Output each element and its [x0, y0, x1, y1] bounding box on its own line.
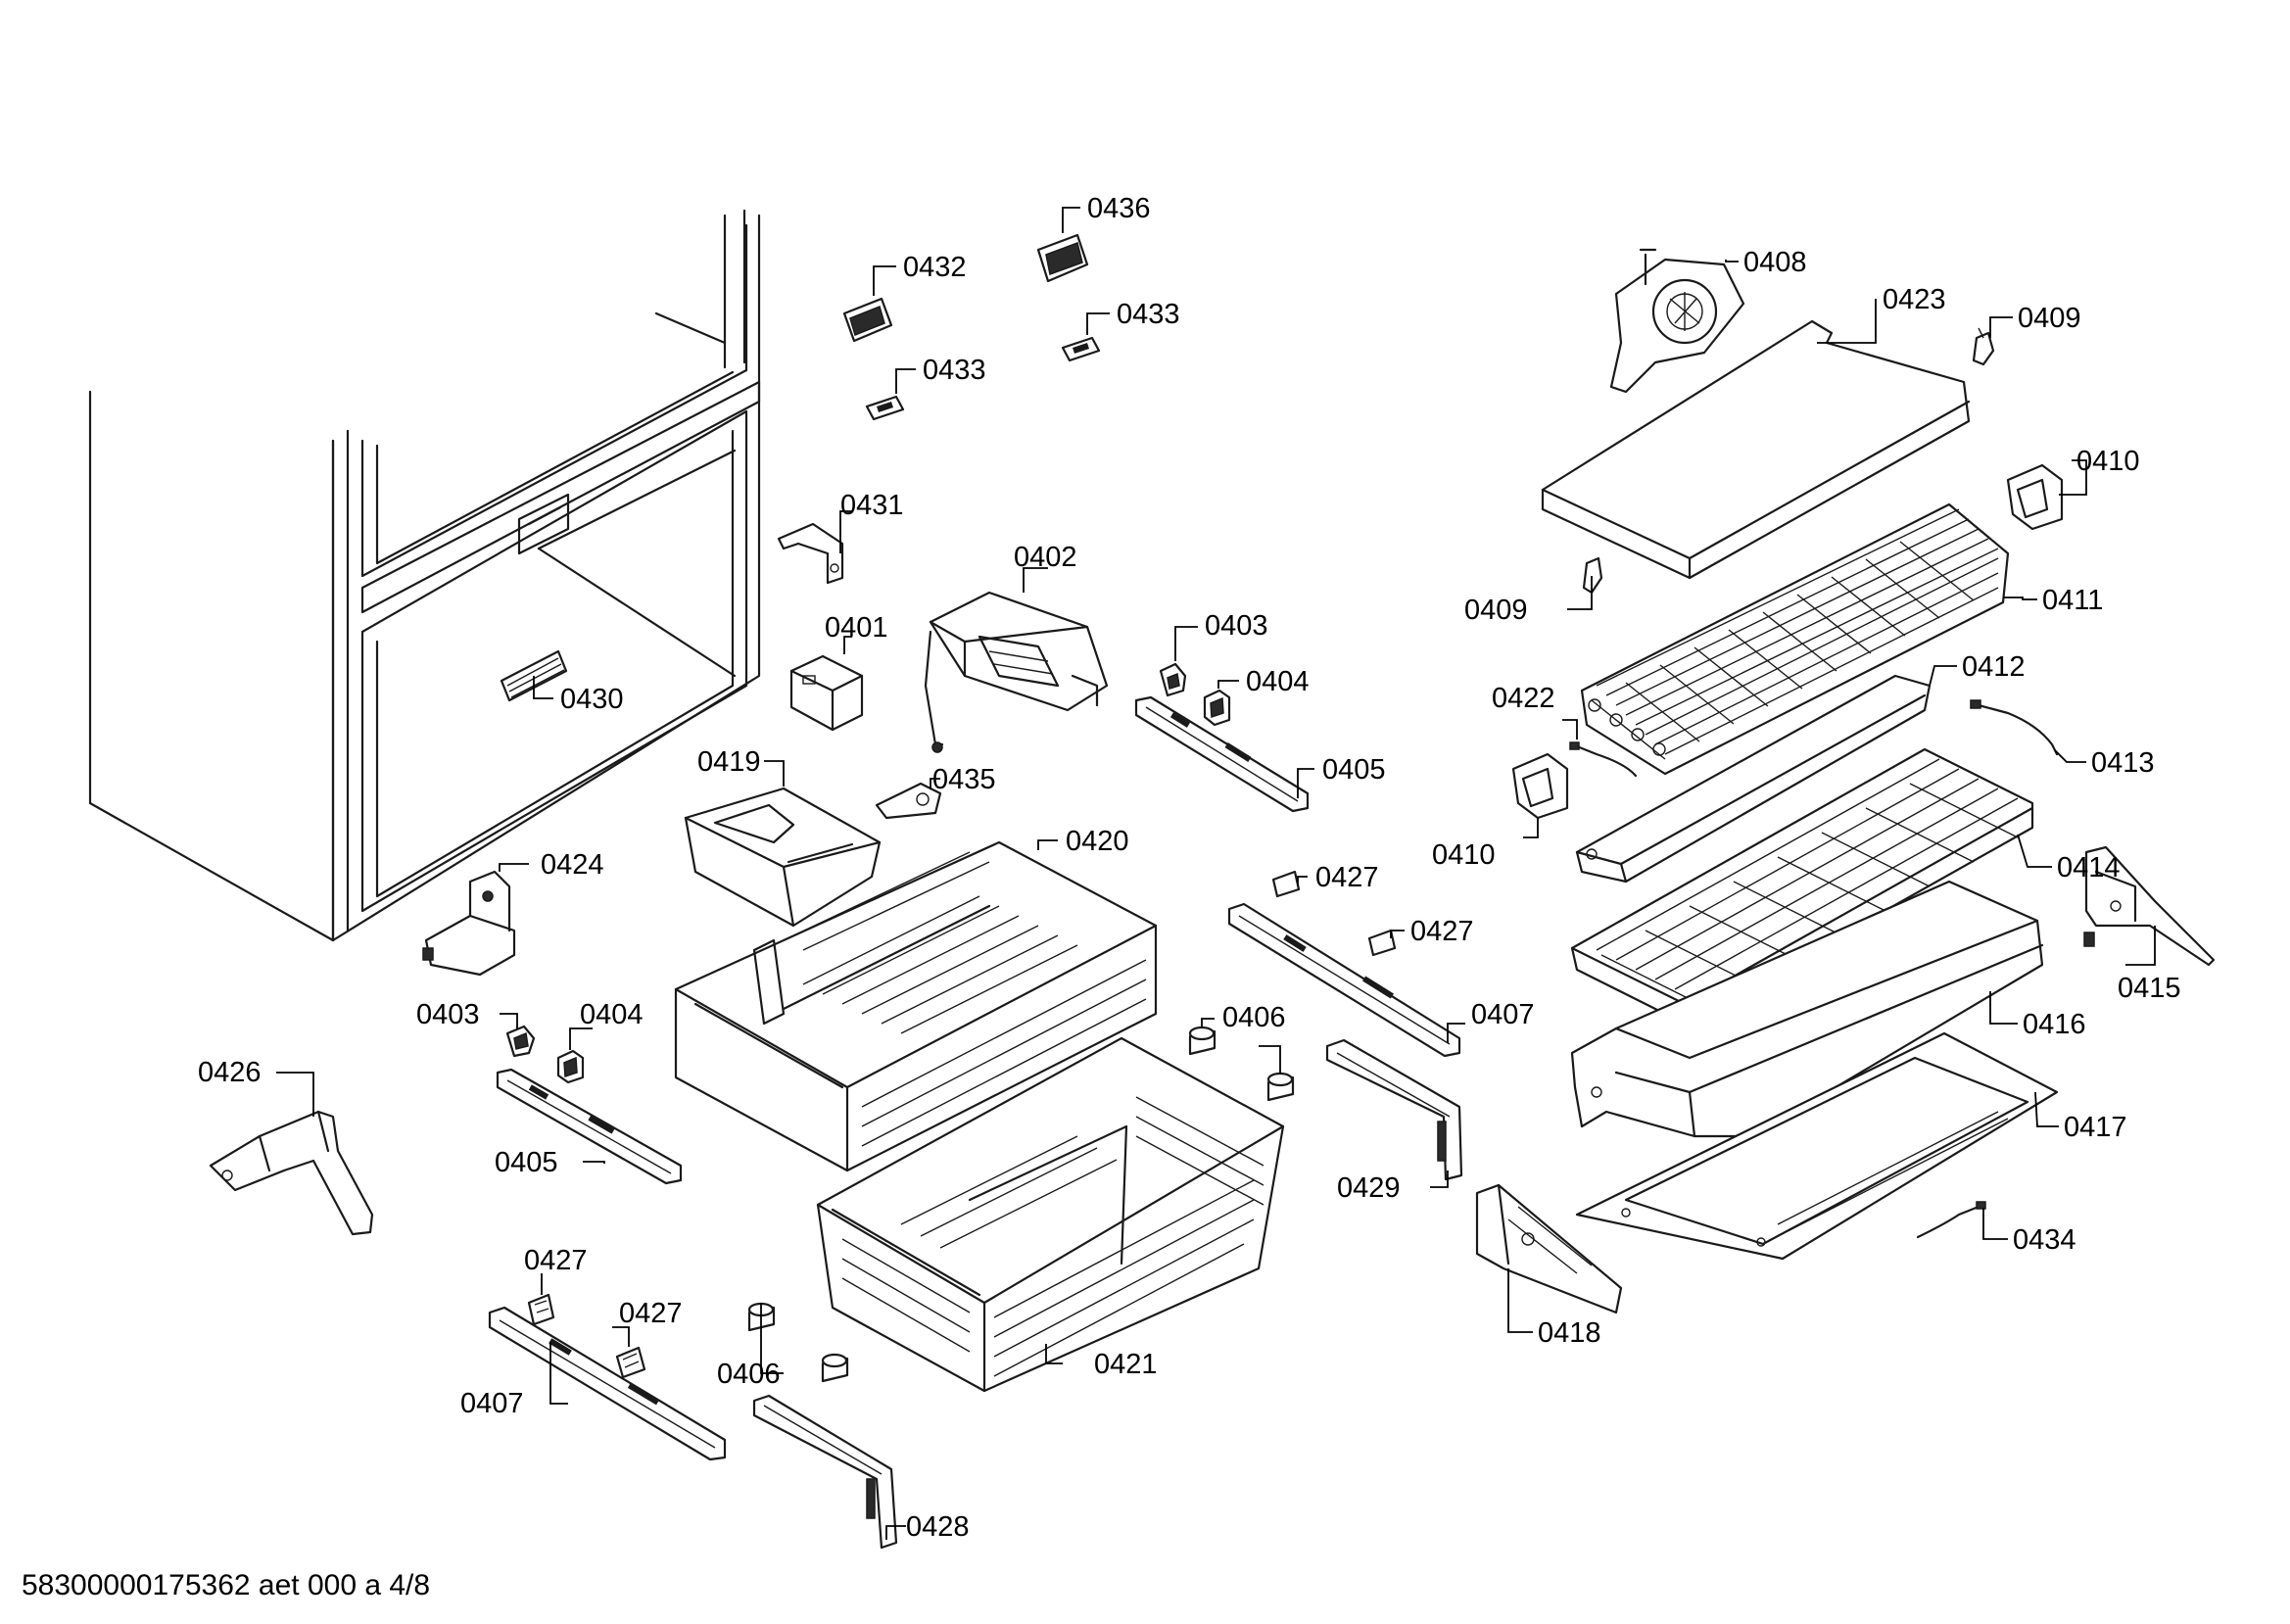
label-0433-top: 0433: [1117, 299, 1180, 330]
label-0423: 0423: [1883, 284, 1946, 315]
label-0404-top: 0404: [1246, 666, 1310, 697]
part-0433-clip-b: [865, 395, 905, 421]
part-0409-clip-mid: [1582, 556, 1603, 595]
label-0406-lower: 0406: [717, 1359, 781, 1390]
part-0407-rail-mid: [1227, 902, 1461, 1058]
vent-grille: [500, 649, 568, 702]
part-0427-clip-lower-b: [615, 1346, 646, 1379]
part-0404-block-top: [1203, 689, 1231, 727]
part-0427-clip-lower-a: [527, 1293, 555, 1326]
label-0434: 0434: [2013, 1224, 2076, 1256]
part-0420-basket: [674, 840, 1158, 1172]
label-0424: 0424: [541, 849, 604, 881]
label-0405-left: 0405: [495, 1147, 558, 1178]
part-0434-wire: [1916, 1201, 1986, 1239]
label-0427-lower-b: 0427: [619, 1298, 683, 1329]
part-0410-block-mid: [1511, 752, 1569, 820]
label-0418: 0418: [1538, 1317, 1601, 1349]
part-0423-cover: [1541, 319, 1971, 580]
part-0435-scoop: [875, 782, 942, 820]
label-0404-left: 0404: [580, 999, 644, 1030]
part-0429-support: [1325, 1038, 1463, 1181]
part-0427-clip-mid-b: [1367, 929, 1397, 957]
cabinet-drawing: [88, 209, 761, 942]
part-0404-block-left: [556, 1049, 585, 1084]
label-0402: 0402: [1014, 542, 1077, 573]
label-0427-mid-b: 0427: [1410, 916, 1474, 947]
label-0407-mid: 0407: [1471, 999, 1535, 1030]
label-0401: 0401: [825, 612, 888, 644]
label-0435: 0435: [932, 764, 996, 795]
part-0408-fan: [1609, 248, 1745, 394]
label-0429: 0429: [1337, 1172, 1401, 1204]
label-0436: 0436: [1087, 193, 1151, 224]
part-0406-foot-d: [1266, 1072, 1295, 1102]
part-labels: 0436 0432 0433 0433 0431 0401 0402 0403 …: [198, 193, 2181, 1543]
label-0426: 0426: [198, 1057, 262, 1088]
part-0431-bracket: [777, 522, 844, 585]
label-0405-top: 0405: [1322, 754, 1386, 786]
label-0427-lower-a: 0427: [524, 1245, 588, 1276]
part-0406-foot-c: [1188, 1026, 1217, 1056]
part-0421-basket: [816, 1036, 1285, 1393]
label-0432: 0432: [903, 252, 967, 283]
label-0408: 0408: [1743, 247, 1807, 278]
label-0416: 0416: [2023, 1009, 2086, 1040]
label-0421: 0421: [1094, 1349, 1158, 1380]
label-0413: 0413: [2091, 747, 2155, 779]
part-0407-rail-lower: [488, 1306, 727, 1461]
part-0433-clip-a: [1061, 336, 1101, 362]
label-0433-mid: 0433: [923, 355, 986, 386]
part-0413-sensor-wire: [1970, 699, 2059, 756]
part-0403-latch-top: [1159, 662, 1187, 697]
part-0422-wire: [1569, 741, 1638, 778]
label-0406-mid: 0406: [1222, 1002, 1286, 1033]
part-0412-drip-channel: [1575, 674, 1932, 884]
label-0422: 0422: [1492, 683, 1555, 714]
part-0419-tray: [684, 787, 882, 928]
part-0426-bracket: [209, 1110, 374, 1236]
label-0417: 0417: [2064, 1112, 2127, 1143]
label-0407-lower: 0407: [460, 1388, 524, 1419]
label-0427-mid-a: 0427: [1315, 862, 1379, 893]
label-0409-top: 0409: [2018, 303, 2081, 334]
label-0420: 0420: [1066, 826, 1129, 857]
document-id-footer: 58300000175362 aet 000 a 4/8: [22, 1569, 430, 1601]
part-0405-rail-top: [1134, 695, 1310, 813]
label-0428: 0428: [906, 1511, 970, 1543]
part-0424-housing: [422, 870, 516, 977]
part-0428-support: [752, 1394, 898, 1550]
part-0411-evaporator-coil: [1580, 502, 2010, 776]
part-0401-module: [789, 654, 864, 732]
label-0419: 0419: [697, 746, 761, 778]
label-0410-mid: 0410: [1432, 839, 1496, 871]
label-0411: 0411: [2042, 585, 2103, 616]
label-0431: 0431: [840, 490, 904, 521]
part-0402-icemaker: [924, 591, 1109, 753]
label-0409-mid: 0409: [1464, 595, 1528, 626]
part-0432-drawing: [842, 297, 893, 343]
label-0403-left: 0403: [416, 999, 480, 1030]
label-0430: 0430: [560, 684, 624, 715]
part-0403-latch-left: [505, 1025, 536, 1058]
label-0414: 0414: [2057, 852, 2121, 884]
label-0415: 0415: [2118, 973, 2181, 1004]
part-0417-rear-panel: [1575, 1031, 2059, 1261]
part-0410-block-top: [2006, 463, 2064, 531]
part-0418-bracket: [1475, 1183, 1623, 1314]
part-0405-rail-left: [496, 1068, 683, 1185]
label-0410-top: 0410: [2076, 446, 2140, 477]
part-0409-clip-top: [1972, 327, 1995, 366]
label-0403-top: 0403: [1205, 610, 1268, 642]
part-0415-bracket: [2083, 845, 2216, 967]
part-0406-foot-b: [821, 1353, 849, 1383]
label-0412: 0412: [1962, 651, 2026, 683]
part-0436-drawing: [1036, 233, 1089, 283]
part-0427-clip-mid-a: [1271, 870, 1301, 898]
leader-lines: [276, 207, 2156, 1540]
